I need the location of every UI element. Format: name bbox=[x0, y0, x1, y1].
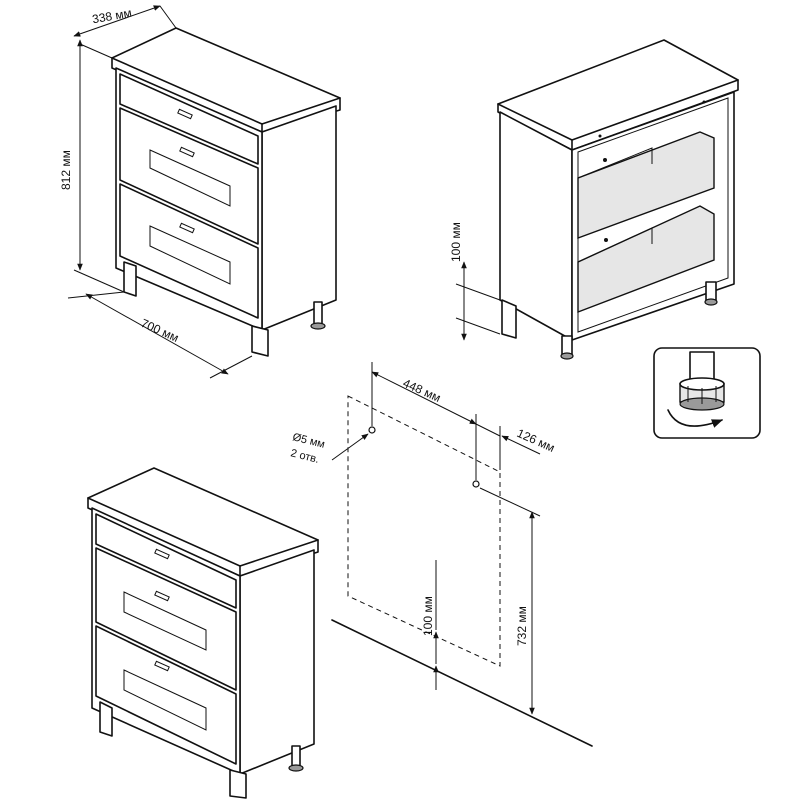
dresser-open-view bbox=[497, 39, 739, 360]
wall-clearance-dimension: 100 мм bbox=[421, 560, 439, 690]
hole-count-label: 2 отв. bbox=[289, 447, 320, 466]
hole-diameter-callout: Ø5 мм 2 отв. bbox=[289, 431, 369, 466]
mount-hole-1 bbox=[368, 426, 376, 434]
hole-offset-dimension: 126 мм bbox=[475, 423, 557, 470]
leveling-foot-inset bbox=[653, 347, 761, 439]
dresser-assembled-view bbox=[87, 467, 319, 799]
adjustable-foot-icon bbox=[679, 351, 725, 411]
drawer-clearance-label: 100 мм bbox=[449, 222, 463, 262]
hole-offset-label: 126 мм bbox=[515, 426, 557, 455]
hole-spacing-dimension: 448 мм bbox=[371, 362, 477, 480]
mount-hole-2 bbox=[472, 480, 480, 488]
hole-height-label: 732 мм bbox=[515, 606, 529, 646]
wall-clearance-label: 100 мм bbox=[421, 596, 435, 636]
width-label: 700 мм bbox=[139, 316, 181, 345]
depth-dimension: 338 мм bbox=[73, 5, 177, 59]
dresser-front-view bbox=[111, 27, 341, 357]
drawer-clearance-dimension: 100 мм bbox=[449, 222, 501, 341]
wall-mounting-scheme bbox=[331, 395, 593, 747]
height-dimension: 812 мм bbox=[59, 39, 125, 293]
hole-height-dimension: 732 мм bbox=[479, 487, 541, 715]
depth-label: 338 мм bbox=[91, 6, 133, 27]
rotate-arrow-icon bbox=[667, 409, 724, 428]
height-label: 812 мм bbox=[59, 150, 73, 190]
hole-spacing-label: 448 мм bbox=[401, 376, 443, 405]
